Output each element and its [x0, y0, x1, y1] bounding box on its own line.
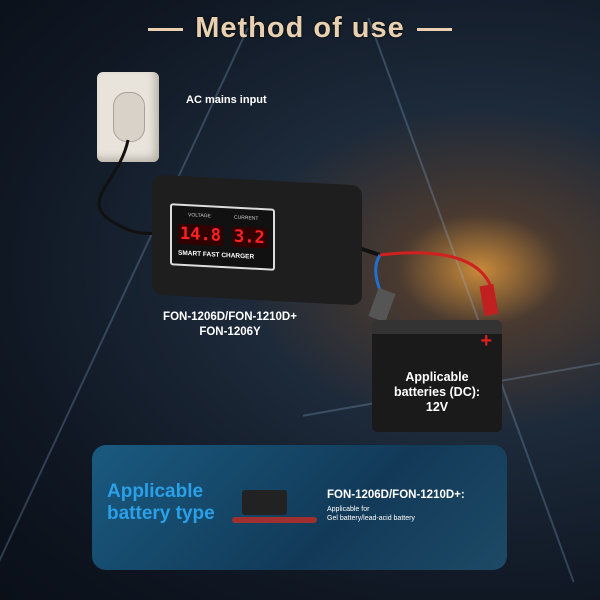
battery: + [372, 320, 502, 432]
card-desc: Applicable for Gel battery/lead-acid bat… [327, 505, 415, 523]
models-line: FON-1206Y [199, 326, 261, 338]
desc-line: Applicable for [327, 506, 370, 513]
card-model: FON-1206D/FON-1210D+: [327, 489, 465, 501]
title-text: Method of use [195, 12, 405, 44]
voltage-label: VOLTAGE [188, 212, 211, 220]
applicable-batteries-label: Applicable batteries (DC): 12V [372, 370, 502, 415]
battery-type-card: Applicable battery type FON-1206D/FON-12… [92, 445, 507, 570]
heading-line: battery type [107, 503, 215, 524]
label-line: Applicable [405, 370, 469, 384]
models-line: FON-1206D/FON-1210D+ [163, 311, 297, 323]
current-label: CURRENT [234, 214, 259, 222]
charger-display: VOLTAGE CURRENT 14.8 3.2 SMART FAST CHAR… [170, 203, 275, 271]
plus-icon: + [480, 330, 492, 352]
current-readout: 3.2 [232, 226, 267, 249]
label-line: 12V [425, 400, 449, 414]
models-label: FON-1206D/FON-1210D+ FON-1206Y [150, 310, 310, 340]
voltage-readout: 14.8 [178, 223, 223, 247]
heading-line: Applicable [107, 481, 204, 502]
charger-thumbnail [242, 490, 287, 515]
plug [113, 92, 145, 142]
charger-brand: SMART FAST CHARGER [178, 249, 255, 261]
page-title: Method of use [0, 12, 600, 45]
clamps-thumbnail [232, 517, 317, 523]
ac-input-label: AC mains input [186, 94, 267, 106]
card-heading: Applicable battery type [107, 481, 215, 525]
label-line: batteries (DC): [393, 385, 481, 399]
desc-line: Gel battery/lead-acid battery [327, 515, 415, 522]
